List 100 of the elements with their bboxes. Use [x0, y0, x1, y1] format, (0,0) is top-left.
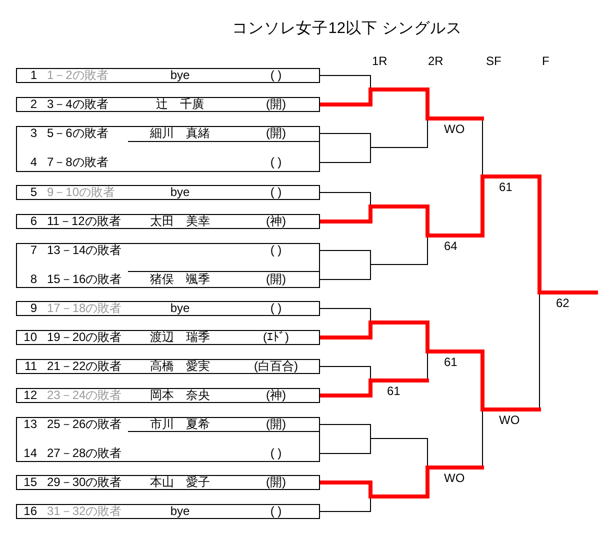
bracket-line [320, 133, 370, 134]
bracket-line [320, 75, 370, 76]
seed-number: 10 [24, 331, 37, 344]
entry-source: 21－22の敗者 [47, 360, 122, 373]
bracket-line [320, 366, 370, 367]
bracket-line [320, 453, 370, 454]
entry-source: 15－16の敗者 [47, 273, 122, 286]
school-name: ( ) [270, 447, 282, 460]
entry-box [16, 301, 320, 316]
player-name: bye [170, 186, 190, 199]
school-name: (開) [266, 127, 286, 140]
entry-source: 5－6の敗者 [47, 127, 108, 140]
entry-source: 11－12の敗者 [47, 215, 121, 228]
school-name: (開) [266, 418, 286, 431]
player-name: 高橋 愛実 [150, 360, 210, 373]
winner-line [426, 466, 484, 498]
player-name: 太田 美幸 [150, 215, 210, 228]
entry-box [16, 126, 320, 172]
entry-box [16, 475, 320, 490]
player-name: 猪俣 颯季 [150, 273, 210, 286]
winner-line [538, 174, 598, 294]
school-name: (ｴﾄﾞ) [263, 331, 289, 344]
entry-source: 19－20の敗者 [47, 331, 122, 344]
entry-source: 1－2の敗者 [47, 69, 108, 82]
bracket-line [370, 438, 428, 439]
player-name: bye [170, 69, 190, 82]
entry-source: 3－4の敗者 [47, 98, 108, 111]
player-name: bye [170, 302, 190, 315]
school-name: (開) [266, 273, 286, 286]
school-name: ( ) [270, 69, 282, 82]
winner-line [480, 350, 541, 412]
entry-box [16, 330, 320, 345]
winner-line [426, 88, 484, 120]
round-label: F [542, 55, 550, 68]
seed-number: 1 [30, 69, 37, 82]
seed-number: 6 [30, 215, 37, 228]
entry-box [16, 359, 320, 374]
bracket-line [320, 424, 370, 425]
score-label: WO [499, 414, 520, 427]
player-name: 岡本 奈央 [150, 389, 210, 402]
entry-source: 13－14の敗者 [47, 244, 122, 257]
entry-box [16, 97, 320, 112]
entry-box [16, 68, 320, 83]
school-name: (開) [266, 476, 286, 489]
school-name: (白百合) [254, 360, 298, 373]
player-name: 細川 真緒 [150, 127, 210, 140]
seed-number: 8 [30, 273, 37, 286]
entry-box [16, 504, 320, 519]
seed-number: 7 [30, 244, 37, 257]
winner-line [368, 378, 429, 398]
school-name: ( ) [270, 505, 282, 518]
school-name: (神) [266, 215, 286, 228]
seed-number: 4 [30, 156, 37, 169]
score-label: 61 [444, 356, 458, 369]
entry-source: 7－8の敗者 [47, 156, 108, 169]
school-name: (開) [266, 98, 286, 111]
entry-source: 23－24の敗者 [47, 389, 122, 402]
seed-number: 11 [24, 360, 37, 373]
seed-number: 13 [24, 418, 37, 431]
round-label: SF [486, 55, 502, 68]
entry-source: 25－26の敗者 [47, 418, 122, 431]
score-label: 64 [444, 240, 458, 253]
bracket-line [370, 147, 428, 148]
school-name: (神) [266, 389, 286, 402]
seed-number: 15 [24, 476, 37, 489]
school-name: ( ) [270, 244, 282, 257]
player-name: 市川 夏希 [150, 418, 210, 431]
entry-source: 29－30の敗者 [47, 476, 122, 489]
player-name: 本山 愛子 [150, 476, 210, 489]
entry-source: 27－28の敗者 [47, 447, 122, 460]
score-label: 62 [556, 297, 570, 310]
entry-source: 9－10の敗者 [47, 186, 116, 199]
title: コンソレ女子12以下 シングルス [232, 20, 462, 38]
player-name: 渡辺 瑞季 [150, 331, 210, 344]
bracket-line [370, 264, 428, 265]
bracket-line [320, 192, 370, 193]
seed-number: 2 [30, 98, 37, 111]
seed-number: 12 [24, 389, 37, 402]
bracket-line [320, 279, 370, 280]
player-name: 辻 千廣 [156, 98, 204, 111]
school-name: ( ) [270, 156, 282, 169]
bracket-line [320, 308, 370, 309]
score-label: 61 [499, 181, 512, 194]
entry-box [16, 214, 320, 229]
seed-number: 3 [30, 127, 37, 140]
school-name: ( ) [270, 302, 282, 315]
seed-number: 9 [30, 302, 37, 315]
score-label: 61 [387, 385, 400, 398]
school-name: ( ) [270, 186, 282, 199]
score-label: WO [444, 472, 465, 485]
bracket-line [320, 511, 370, 512]
seed-number: 14 [24, 447, 37, 460]
seed-number: 5 [30, 186, 37, 199]
bracket-line [320, 250, 370, 251]
round-label: 1R [372, 55, 388, 68]
seed-number: 16 [24, 505, 37, 518]
bracket-line [320, 162, 370, 163]
entry-box [16, 417, 320, 462]
entry-source: 17－18の敗者 [47, 302, 122, 315]
entry-source: 31－32の敗者 [47, 505, 122, 518]
